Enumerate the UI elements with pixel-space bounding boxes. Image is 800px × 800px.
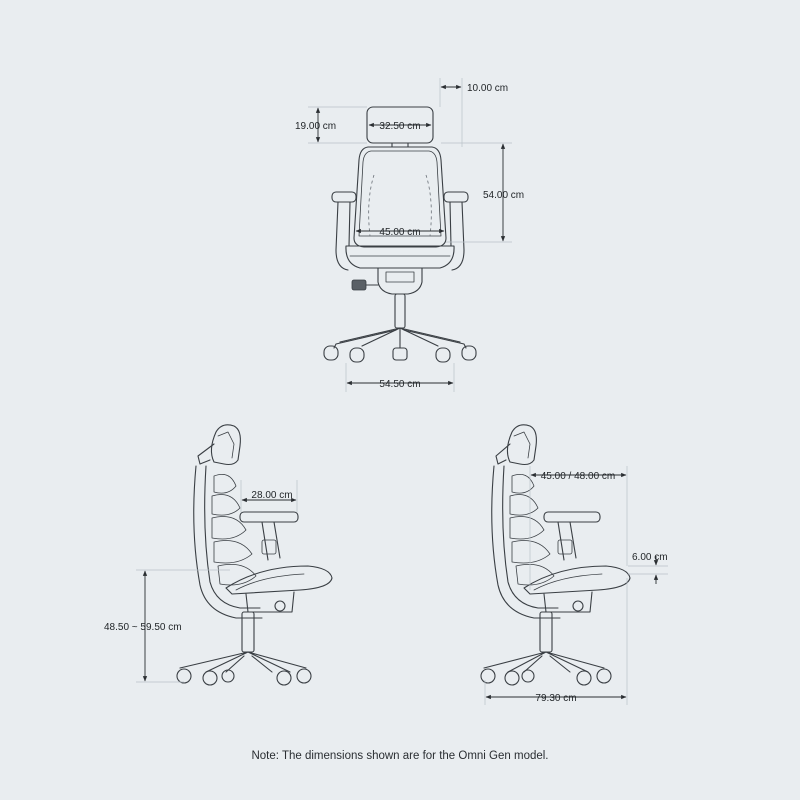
model-note: Note: The dimensions shown are for the O… [251,750,549,762]
right-side-view-dimensions [484,466,668,705]
dim-front-headrest-offset: 10.00 cm [467,83,508,94]
dim-front-headrest-width: 32.50 cm [379,121,420,132]
left-side-view-dimensions [136,480,298,683]
dim-side-seat-slide: 6.00 cm [632,552,668,563]
dim-front-back-height: 54.00 cm [483,190,524,201]
dim-side-seat-depth: 45.00 / 48.00 cm [541,471,616,482]
dim-front-seat-width: 45.00 cm [379,227,420,238]
dim-front-base-width: 54.50 cm [379,379,420,390]
dim-front-headrest-height: 19.00 cm [295,121,336,132]
dim-side-armrest-depth: 28.00 cm [251,490,292,501]
dim-side-seat-height: 48.50 ~ 59.50 cm [104,622,182,633]
dimension-labels: 10.00 cm 19.00 cm 32.50 cm 54.00 cm 45.0… [104,83,668,704]
right-side-view-chair [480,424,631,686]
left-side-view-chair [176,424,333,686]
front-view-dimensions [308,78,512,392]
dim-side-base-depth: 79.30 cm [535,693,576,704]
